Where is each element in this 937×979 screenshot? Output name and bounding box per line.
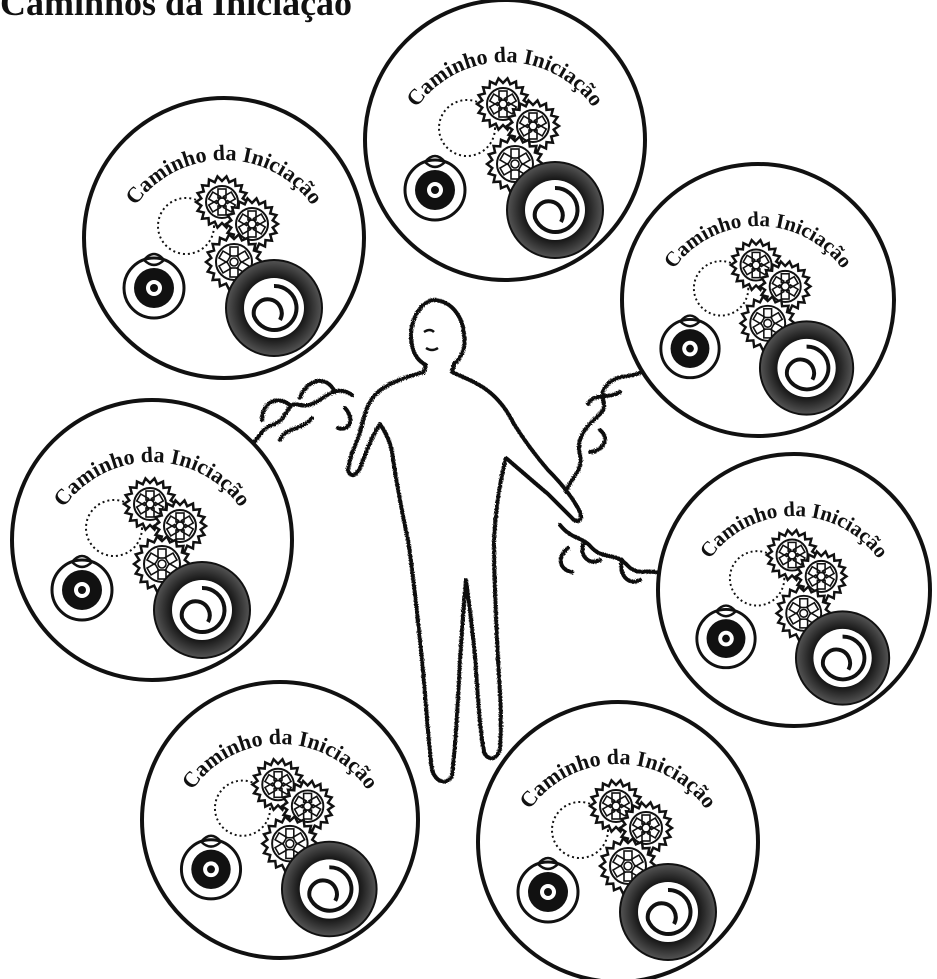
left-tendril <box>250 381 352 446</box>
right-tendril-upper <box>566 370 645 492</box>
human-figure <box>348 300 581 782</box>
initiation-circle: Caminho da Iniciação <box>365 0 645 280</box>
tendrils <box>250 370 690 582</box>
large-disc-icon <box>760 321 853 414</box>
large-disc-icon <box>796 611 889 704</box>
large-disc-icon <box>226 260 322 356</box>
large-disc-icon <box>282 842 377 937</box>
circle-border <box>142 682 418 958</box>
initiation-circle: Caminho da Iniciação <box>478 702 758 979</box>
initiation-circle: Caminho da Iniciação <box>84 98 364 378</box>
initiation-circle: Caminho da Iniciação <box>142 682 418 958</box>
initiation-circle: Caminho da Iniciação <box>622 164 894 436</box>
circle-border <box>622 164 894 436</box>
circle-border <box>478 702 758 979</box>
initiation-circle: Caminho da Iniciação <box>12 400 292 680</box>
large-disc-icon <box>154 562 250 658</box>
large-disc-icon <box>507 162 603 258</box>
figure-eye <box>424 330 434 332</box>
initiation-circle: Caminho da Iniciação <box>658 454 930 726</box>
large-disc-icon <box>620 864 716 960</box>
circle-border <box>658 454 930 726</box>
figure-mouth <box>426 348 438 350</box>
